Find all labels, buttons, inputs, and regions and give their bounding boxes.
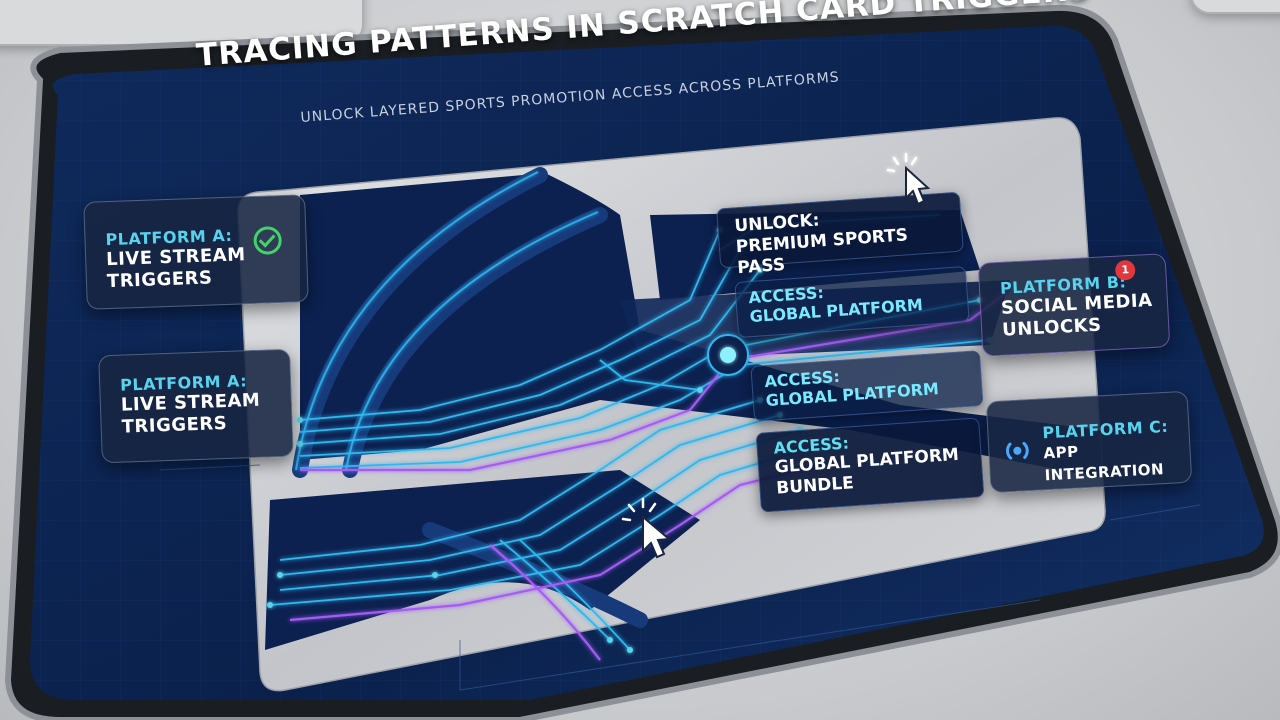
- platform-card-a-top[interactable]: PLATFORM A: LIVE STREAM TRIGGERS: [83, 194, 309, 310]
- check-circle-icon: [253, 226, 283, 255]
- card-line: TRIGGERS: [106, 267, 213, 293]
- card-line: TRIGGERS: [121, 412, 228, 438]
- platform-card-b[interactable]: PLATFORM B: SOCIAL MEDIA UNLOCKS 1: [977, 253, 1171, 357]
- pointer-cursor-icon: [886, 152, 931, 206]
- circuit-traces-violet: [289, 289, 1011, 661]
- platform-card-a-bottom[interactable]: PLATFORM A: LIVE STREAM TRIGGERS: [98, 348, 294, 464]
- pointer-cursor-icon: [621, 497, 672, 559]
- card-line: APP INTEGRATION: [1043, 442, 1165, 485]
- circuit-hub: [707, 334, 749, 376]
- circuit-traces: [269, 214, 991, 651]
- access-global-platform-bundle[interactable]: ACCESS: GLOBAL PLATFORM BUNDLE: [755, 417, 985, 513]
- platform-card-c[interactable]: PLATFORM C: APP INTEGRATION: [985, 390, 1193, 494]
- broadcast-icon: [1006, 441, 1029, 460]
